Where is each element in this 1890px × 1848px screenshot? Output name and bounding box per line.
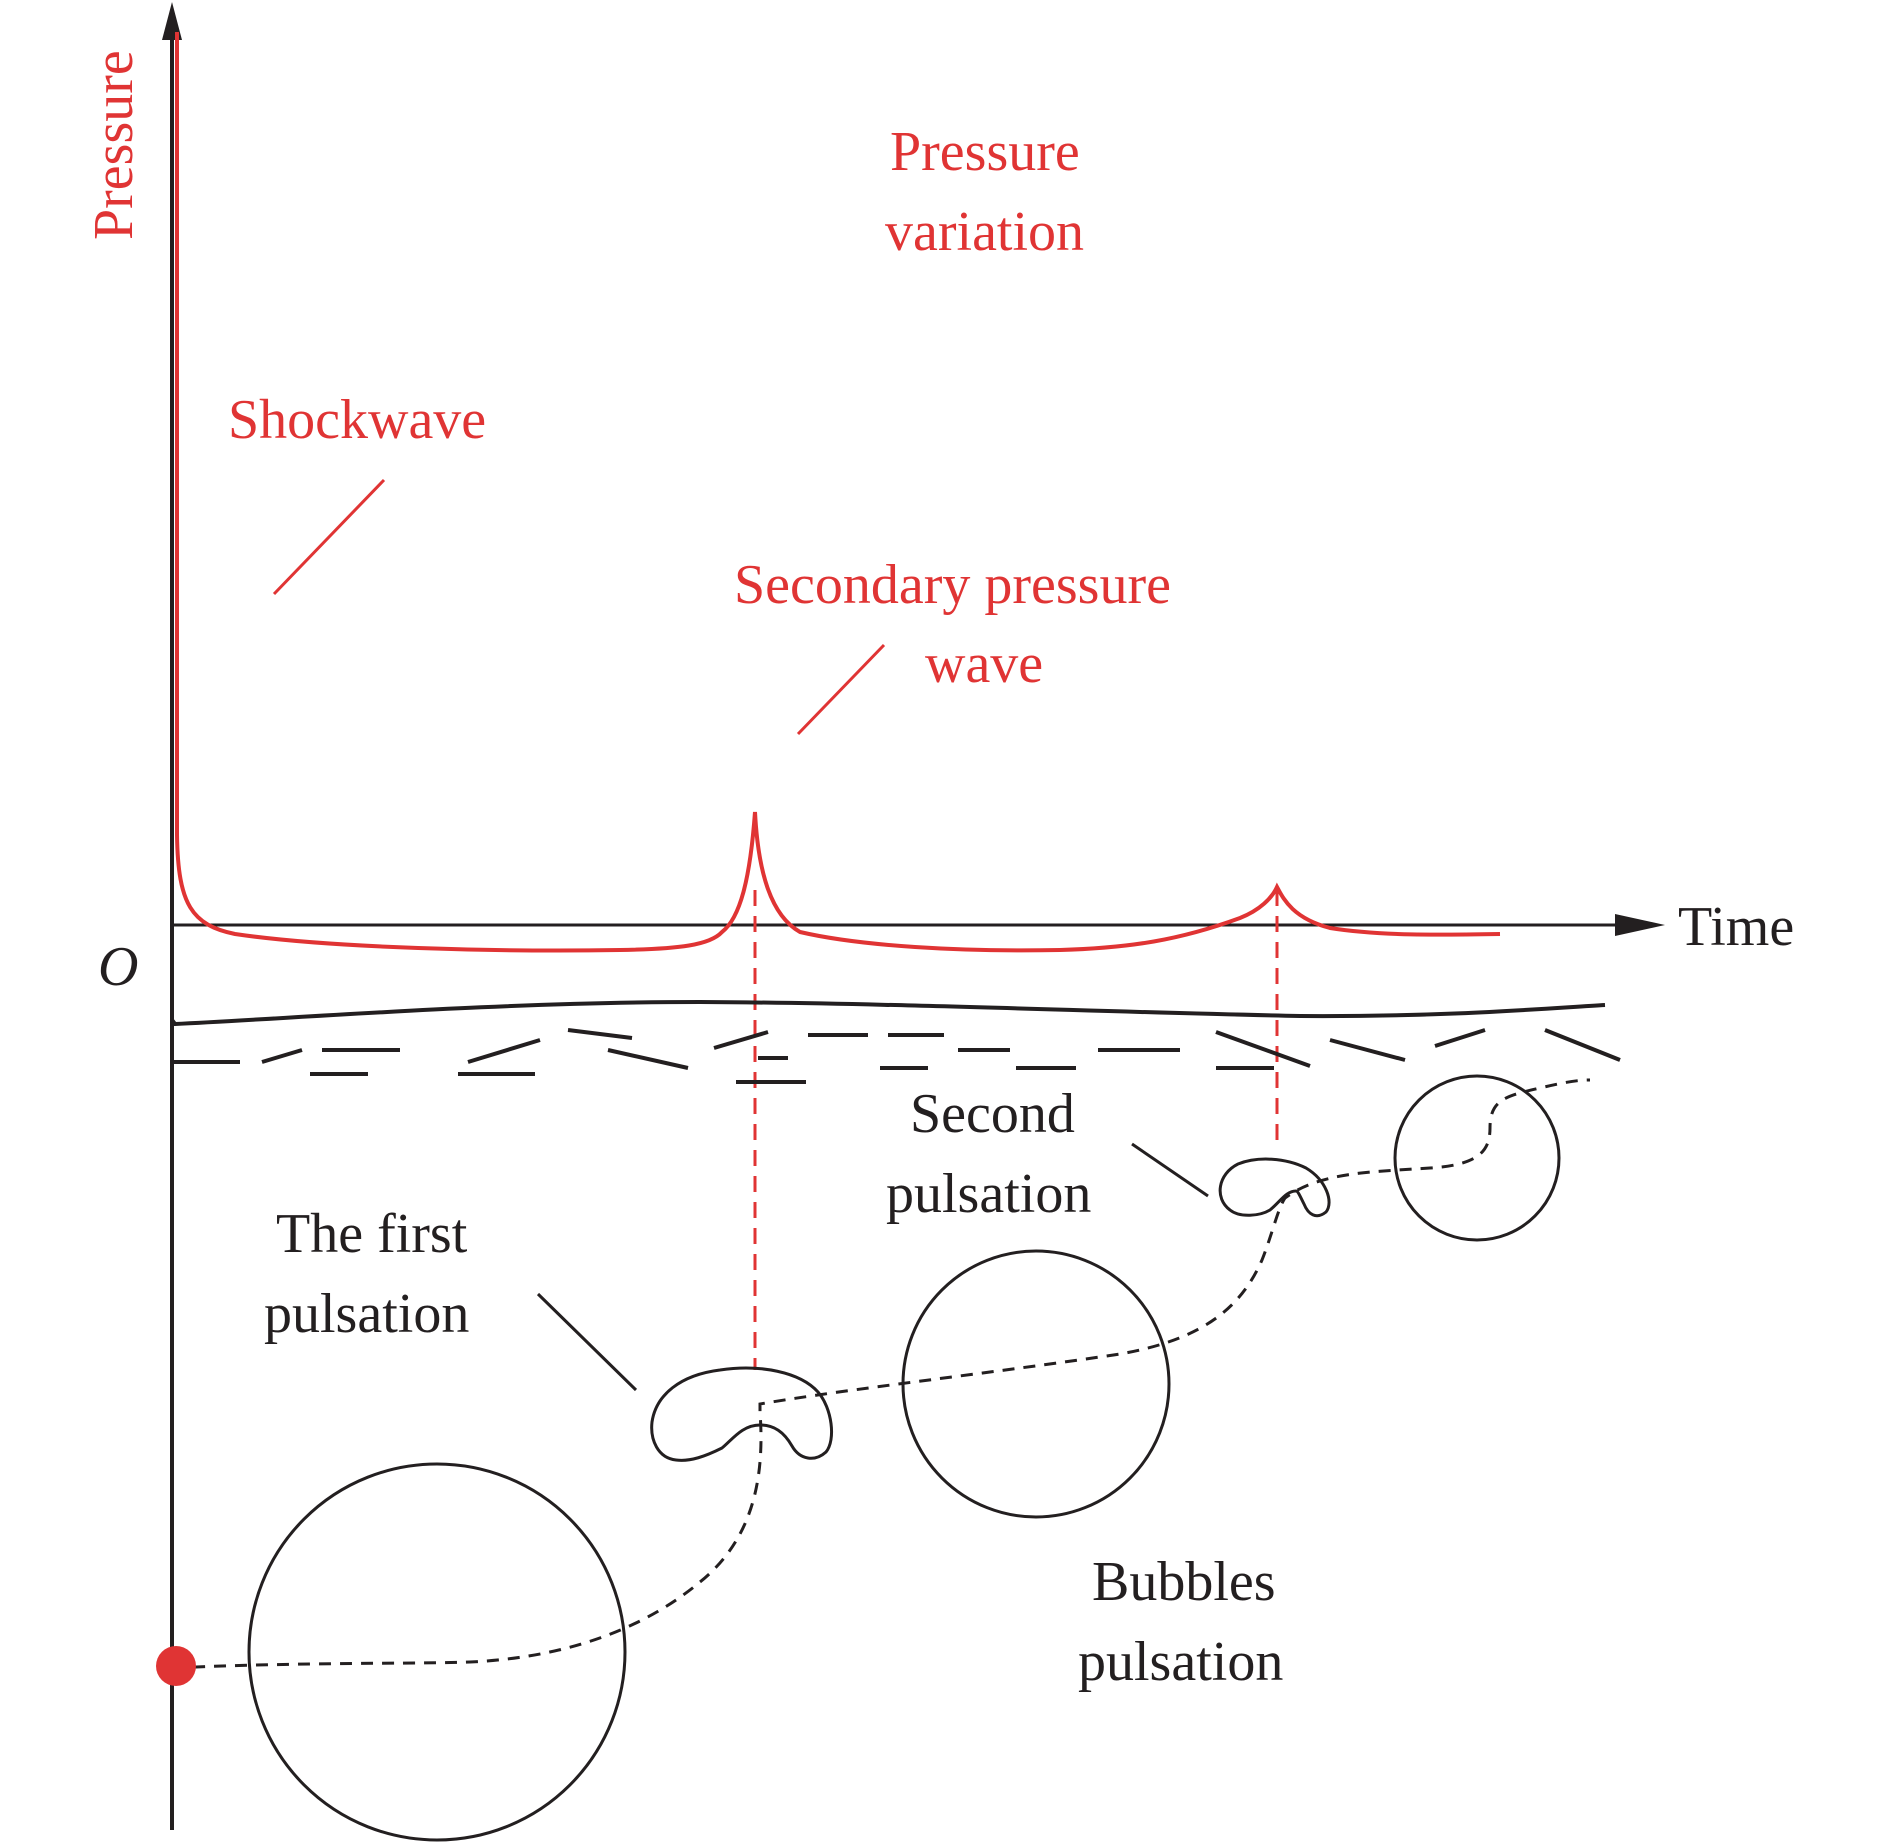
secondary-wave-leader: [796, 643, 886, 736]
middle-bubble: [901, 1249, 1171, 1519]
shockwave-leader: [272, 478, 386, 596]
late-bubble: [1393, 1074, 1561, 1242]
second-pulsation-bubble: [1218, 1157, 1331, 1218]
pressure-variation-label-line1: Pressure: [890, 121, 1080, 183]
shockwave-label: Shockwave: [228, 389, 486, 451]
bubbles-pulsation-label-line2: pulsation: [1078, 1631, 1283, 1693]
secondary-wave-label-line1: Secondary pressure: [734, 554, 1171, 616]
bubble-trajectory: [171, 1078, 1591, 1670]
water-waves: [170, 1008, 1621, 1084]
origin-label: O: [98, 936, 138, 998]
y-axis-label: Pressure: [83, 50, 145, 240]
pressure-curve: [175, 32, 1501, 953]
initial-bubble: [247, 1462, 627, 1842]
water-surface: [170, 999, 1606, 1027]
secondary-wave-label-line2: wave: [925, 633, 1043, 695]
x-axis-arrowhead: [1615, 914, 1665, 936]
second-pulsation-label-line1: Second: [910, 1083, 1075, 1145]
x-axis-label: Time: [1678, 896, 1794, 958]
first-pulsation-label-line2: pulsation: [264, 1283, 469, 1345]
second-pulsation-leader: [1131, 1142, 1209, 1198]
first-pulsation-leader: [536, 1292, 638, 1392]
explosion-point: [156, 1646, 196, 1686]
second-pulsation-label-line2: pulsation: [886, 1163, 1091, 1225]
first-pulsation-bubble: [650, 1366, 833, 1462]
bubbles-pulsation-label-line1: Bubbles: [1092, 1551, 1276, 1613]
first-pulsation-label-line1: The first: [276, 1203, 468, 1265]
y-axis-arrowhead: [162, 2, 182, 40]
pressure-variation-label-line2: variation: [885, 201, 1084, 263]
